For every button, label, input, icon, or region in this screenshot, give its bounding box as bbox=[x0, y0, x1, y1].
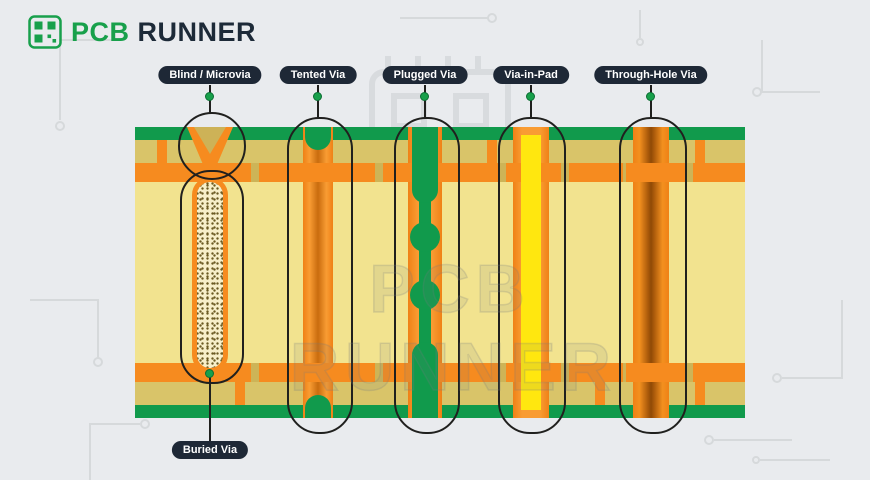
through-hole-via-outline bbox=[619, 117, 687, 434]
buried-via-filled-barrel bbox=[192, 177, 228, 373]
tented-via-top-pad bbox=[296, 163, 340, 182]
callout-line-through-hole-via bbox=[650, 85, 652, 118]
copper-stub bbox=[157, 140, 167, 163]
pcb-runner-logo: PCB RUNNER bbox=[28, 15, 256, 49]
callout-dot-blind-microvia bbox=[205, 92, 214, 101]
callout-label-tented-via: Tented Via bbox=[279, 66, 357, 84]
callout-dot-tented-via bbox=[313, 92, 322, 101]
tented-via-bottom-pad bbox=[296, 363, 340, 382]
copper-stub bbox=[695, 382, 705, 405]
callout-line-plugged-via bbox=[424, 85, 426, 118]
copper-stub bbox=[695, 140, 705, 163]
callout-line-tented-via bbox=[317, 85, 319, 118]
callout-line-buried-via bbox=[209, 376, 211, 442]
callout-dot-via-in-pad bbox=[526, 92, 535, 101]
copper-stub bbox=[487, 140, 497, 163]
blind-microvia-outline bbox=[178, 112, 246, 180]
via-in-pad-epoxy-fill bbox=[521, 135, 541, 410]
through-hole-via-top-pad bbox=[626, 163, 676, 182]
logo-text-runner: RUNNER bbox=[137, 16, 257, 47]
plugged-via-outline bbox=[394, 117, 460, 434]
qr-chip-logo-icon bbox=[28, 15, 62, 49]
callout-label-plugged-via: Plugged Via bbox=[382, 66, 468, 84]
tented-via-outline bbox=[287, 117, 353, 434]
copper-stub bbox=[595, 382, 605, 405]
callout-label-buried-via: Buried Via bbox=[171, 441, 249, 459]
via-in-pad-outline bbox=[498, 117, 566, 434]
buried-via-outline bbox=[180, 170, 244, 384]
pcb-cross-section bbox=[135, 112, 745, 434]
callout-dot-through-hole-via bbox=[646, 92, 655, 101]
copper-stub bbox=[235, 382, 245, 405]
callout-label-through-hole-via: Through-Hole Via bbox=[594, 66, 708, 84]
callout-dot-plugged-via bbox=[420, 92, 429, 101]
plugged-via-resin-bead bbox=[410, 280, 440, 310]
through-hole-via-bottom-pad bbox=[626, 363, 676, 382]
plugged-via-resin-bead bbox=[410, 222, 440, 252]
logo-wordmark: PCB RUNNER bbox=[71, 17, 256, 48]
callout-dot-buried-via bbox=[205, 369, 214, 378]
callout-label-blind-microvia: Blind / Microvia bbox=[158, 66, 262, 84]
callout-line-via-in-pad bbox=[530, 85, 532, 118]
logo-text-pcb: PCB bbox=[71, 16, 130, 47]
callout-label-via-in-pad: Via-in-Pad bbox=[493, 66, 569, 84]
